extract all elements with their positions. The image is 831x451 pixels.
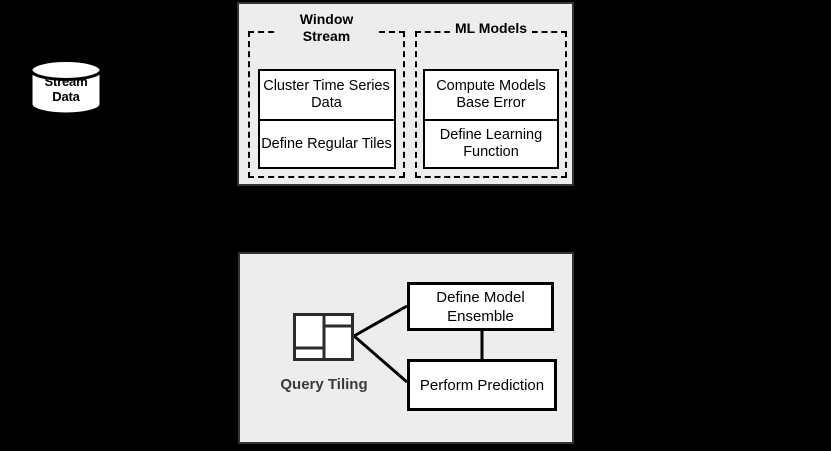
offline-phase-panel: Window Stream Cluster Time Series Data D… bbox=[237, 2, 574, 186]
stream-data-label: Stream Data bbox=[28, 74, 104, 104]
define-learning-function-box[interactable]: Define Learning Function bbox=[425, 119, 557, 167]
cluster-time-series-data-box[interactable]: Cluster Time Series Data bbox=[259, 71, 394, 119]
window-stream-step-stack: Cluster Time Series Data Define Regular … bbox=[257, 69, 396, 169]
ml-models-group-title: ML Models bbox=[449, 20, 533, 37]
query-phase-panel: Query Tiling Define Model Ensemble Perfo… bbox=[238, 252, 574, 444]
compute-models-base-error-box[interactable]: Compute Models Base Error bbox=[425, 71, 557, 119]
stream-data-label-line2: Data bbox=[52, 89, 80, 104]
stream-data-label-line1: Stream bbox=[44, 74, 88, 89]
query-tiling-icon[interactable] bbox=[293, 313, 354, 361]
window-stream-group-title: Window Stream bbox=[275, 11, 378, 45]
define-regular-tiles-box[interactable]: Define Regular Tiles bbox=[259, 119, 394, 167]
ml-models-group: ML Models Compute Models Base Error Defi… bbox=[415, 20, 567, 178]
ml-models-step-stack: Compute Models Base Error Define Learnin… bbox=[423, 69, 559, 169]
query-tiling-label: Query Tiling bbox=[280, 376, 368, 393]
perform-prediction-box[interactable]: Perform Prediction bbox=[407, 359, 557, 411]
define-model-ensemble-box[interactable]: Define Model Ensemble bbox=[407, 282, 554, 331]
window-stream-group: Window Stream Cluster Time Series Data D… bbox=[248, 11, 405, 178]
stream-data-datastore: Stream Data bbox=[28, 58, 104, 116]
cylinder-database-icon bbox=[29, 59, 103, 116]
